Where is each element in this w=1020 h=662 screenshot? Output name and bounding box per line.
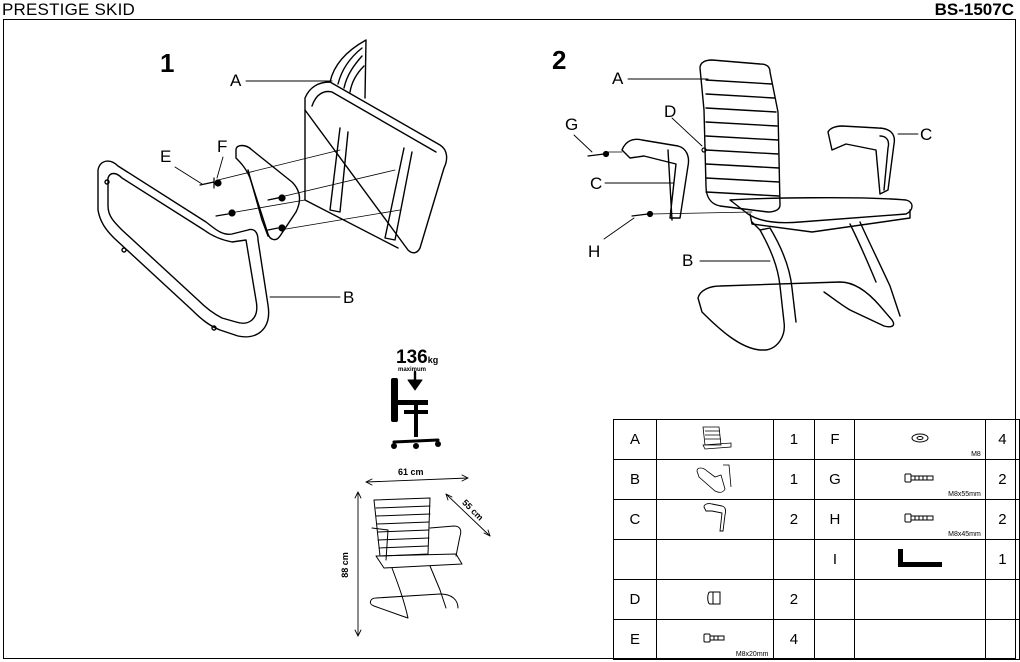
part-qty: 2 <box>984 499 1020 540</box>
washer-icon: M8 <box>854 419 986 460</box>
step-2-number: 2 <box>552 45 567 75</box>
dimension-lines <box>354 474 491 637</box>
capacity-label: 136kg <box>396 347 438 369</box>
empty-cell <box>655 539 774 580</box>
step2-label-g: G <box>565 115 579 134</box>
step2-guide-lines <box>607 151 753 215</box>
model-code: BS-1507C <box>934 0 1014 19</box>
empty-cell <box>854 579 986 620</box>
parts-table: A 1 F M8 4 B 1 G M8x55mm 2 C 2 H <box>613 419 1020 660</box>
step1-backrest-inverted <box>304 39 448 254</box>
part-letter: H <box>814 499 856 540</box>
table-row: I 1 <box>613 539 1020 580</box>
bolt-icon: M8x55mm <box>854 459 986 500</box>
step1-label-e: E <box>160 147 172 166</box>
capacity-weight: 136 <box>396 347 428 368</box>
part-qty: 1 <box>984 539 1020 580</box>
step2-label-h: H <box>588 242 601 261</box>
step2-label-c-right: C <box>920 125 933 144</box>
part-qty: 2 <box>772 579 816 620</box>
part-letter: C <box>613 499 657 540</box>
part-qty <box>984 619 1020 660</box>
step2-chair-seat <box>729 196 913 233</box>
part-qty: 4 <box>984 419 1020 460</box>
empty-cell <box>854 619 986 660</box>
step2-right-armrest <box>827 125 896 195</box>
part-qty: 2 <box>984 459 1020 500</box>
table-row: B 1 G M8x55mm 2 <box>613 459 1020 500</box>
step1-screws <box>199 177 286 232</box>
step1-sled-base <box>97 160 270 338</box>
step1-guide-lines <box>217 149 401 231</box>
step2-label-c-left: C <box>590 174 603 193</box>
capacity-icon <box>391 370 441 449</box>
part-qty: 4 <box>772 619 816 660</box>
part-letter <box>613 539 657 580</box>
step-1-number: 1 <box>160 48 175 78</box>
part-letter: I <box>814 539 856 580</box>
bolt-icon: M8x45mm <box>854 499 986 540</box>
step1-label-b: B <box>343 288 355 307</box>
part-spec: M8 <box>971 451 981 458</box>
step1-label-a: A <box>230 71 242 90</box>
capacity-note: maximum <box>398 367 427 373</box>
allen-key-icon <box>854 539 986 580</box>
part-letter: B <box>613 459 657 500</box>
step1-armrest <box>235 144 301 241</box>
part-letter: F <box>814 419 856 460</box>
step1-label-f: F <box>217 137 228 156</box>
part-letter: G <box>814 459 856 500</box>
step2-sled-base <box>697 221 901 351</box>
table-row: E M8x20mm 4 <box>613 619 1020 660</box>
part-spec: M8x20mm <box>735 651 769 658</box>
part-spec: M8x45mm <box>948 531 981 538</box>
dimension-width: 61 cm <box>398 467 424 477</box>
bolt-icon: M8x20mm <box>655 619 774 660</box>
product-name: PRESTIGE SKID <box>2 0 135 19</box>
armrest-icon <box>655 499 774 540</box>
cap-icon <box>655 579 774 620</box>
table-row: A 1 F M8 4 <box>613 419 1020 460</box>
part-spec: M8x55mm <box>948 491 981 498</box>
step2-label-b: B <box>682 251 694 270</box>
part-qty: 1 <box>772 459 816 500</box>
part-letter: A <box>613 419 657 460</box>
part-qty: 1 <box>772 419 816 460</box>
part-letter: D <box>613 579 657 620</box>
step1-leaders <box>174 80 341 298</box>
part-letter <box>814 579 856 620</box>
step2-label-d: D <box>664 102 677 121</box>
step2-screws <box>587 147 707 218</box>
dimension-height: 88 cm <box>339 552 350 578</box>
sled-base-icon <box>655 459 774 500</box>
step2-chair-backrest <box>699 59 781 213</box>
part-qty <box>772 539 816 580</box>
step2-label-a: A <box>612 69 624 88</box>
table-row: D 2 <box>613 579 1020 620</box>
step2-left-armrest <box>621 138 690 221</box>
part-qty <box>984 579 1020 620</box>
part-qty: 2 <box>772 499 816 540</box>
drawing-frame <box>3 19 1016 659</box>
part-letter: E <box>613 619 657 660</box>
table-row: C 2 H M8x45mm 2 <box>613 499 1020 540</box>
dimension-chair <box>369 497 463 619</box>
part-letter <box>814 619 856 660</box>
capacity-unit: kg <box>427 355 439 365</box>
backrest-seat-icon <box>655 419 774 460</box>
step2-leaders <box>573 78 919 262</box>
